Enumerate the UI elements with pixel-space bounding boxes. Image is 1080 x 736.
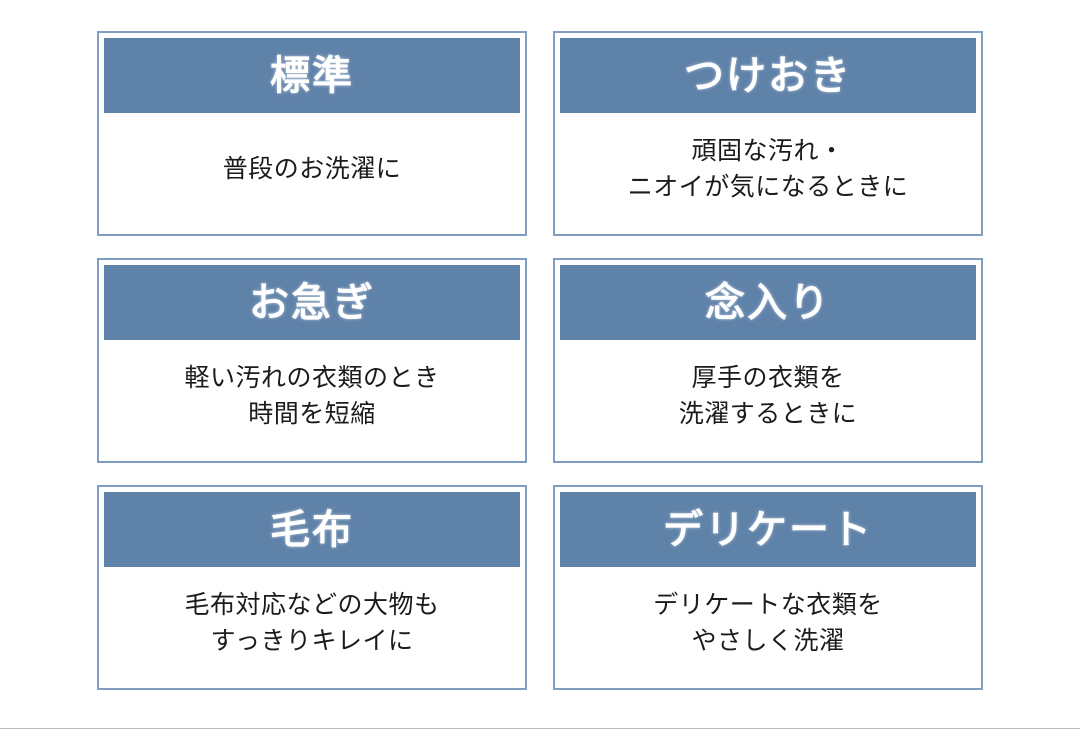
- wash-course-card-thorough[interactable]: 念入り 厚手の衣類を 洗濯するときに: [553, 258, 983, 463]
- card-title-standard: 標準: [270, 53, 354, 98]
- card-description-line: 時間を短縮: [248, 400, 376, 428]
- card-header-quick: お急ぎ: [104, 265, 520, 340]
- card-title-thorough: 念入り: [705, 280, 831, 325]
- wash-course-card-standard[interactable]: 標準 普段のお洗濯に: [97, 31, 527, 236]
- card-title-quick: お急ぎ: [249, 280, 375, 325]
- wash-course-card-quick[interactable]: お急ぎ 軽い汚れの衣類のとき 時間を短縮: [97, 258, 527, 463]
- wash-course-card-soak[interactable]: つけおき 頑固な汚れ・ ニオイが気になるときに: [553, 31, 983, 236]
- card-description-line: 洗濯するときに: [678, 400, 858, 428]
- card-title-blanket: 毛布: [270, 507, 354, 552]
- card-header-blanket: 毛布: [104, 492, 520, 567]
- card-title-delicate: デリケート: [663, 507, 873, 552]
- card-header-delicate: デリケート: [560, 492, 976, 567]
- card-description-line: ニオイが気になるときに: [627, 173, 909, 201]
- card-description-line: 毛布対応などの大物も: [184, 590, 440, 619]
- wash-course-grid: 標準 普段のお洗濯に つけおき 頑固な汚れ・ ニオイが気になるときに お急ぎ 軽…: [97, 31, 983, 690]
- wash-course-card-blanket[interactable]: 毛布 毛布対応などの大物も すっきりキレイに: [97, 485, 527, 690]
- card-body-blanket: 毛布対応などの大物も すっきりキレイに: [104, 567, 520, 683]
- card-header-soak: つけおき: [560, 38, 976, 113]
- card-description-line: 軽い汚れの衣類のとき: [184, 363, 440, 392]
- wash-course-card-delicate[interactable]: デリケート デリケートな衣類を やさしく洗濯: [553, 485, 983, 690]
- card-body-soak: 頑固な汚れ・ ニオイが気になるときに: [560, 113, 976, 229]
- card-description-line: 頑固な汚れ・: [691, 136, 845, 165]
- card-description-line: すっきりキレイに: [210, 627, 414, 655]
- card-title-soak: つけおき: [684, 53, 852, 98]
- card-description-line: デリケートな衣類を: [653, 590, 883, 619]
- footer-divider: [0, 728, 1080, 729]
- card-body-thorough: 厚手の衣類を 洗濯するときに: [560, 340, 976, 456]
- card-header-standard: 標準: [104, 38, 520, 113]
- card-description-line: 厚手の衣類を: [691, 363, 845, 392]
- card-description-line: 普段のお洗濯に: [222, 154, 402, 183]
- card-body-quick: 軽い汚れの衣類のとき 時間を短縮: [104, 340, 520, 456]
- card-body-standard: 普段のお洗濯に: [104, 113, 520, 229]
- card-description-line: やさしく洗濯: [691, 627, 845, 655]
- card-body-delicate: デリケートな衣類を やさしく洗濯: [560, 567, 976, 683]
- card-header-thorough: 念入り: [560, 265, 976, 340]
